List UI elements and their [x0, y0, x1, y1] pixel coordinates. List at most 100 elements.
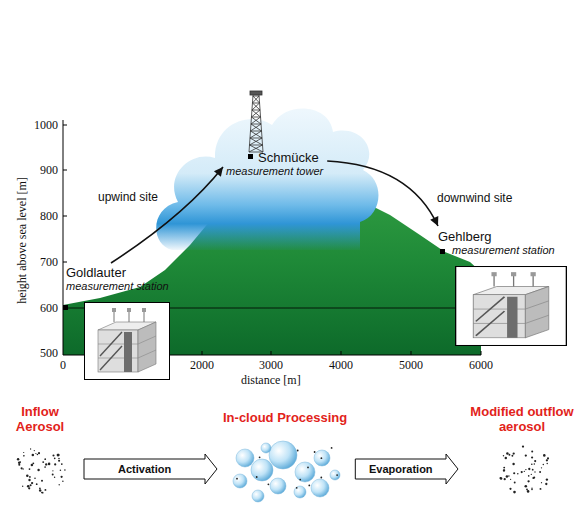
tower-bar	[250, 131, 261, 132]
particle	[506, 452, 508, 454]
particle	[534, 463, 536, 465]
tick-label: 800	[40, 209, 58, 224]
particle	[528, 475, 530, 477]
tower-brace	[252, 103, 260, 110]
tower-brace	[249, 138, 262, 145]
particle	[37, 469, 39, 471]
particle	[17, 458, 19, 460]
particle	[259, 456, 261, 458]
tick-label: 500	[40, 346, 58, 361]
particle	[48, 463, 51, 466]
particle	[44, 489, 46, 491]
particle	[539, 471, 541, 473]
particle	[23, 452, 24, 453]
tick-label: 900	[40, 163, 58, 178]
particle	[44, 466, 46, 468]
particle	[308, 485, 310, 487]
particle	[514, 482, 516, 484]
particle	[61, 476, 63, 478]
particle	[60, 469, 62, 471]
tower-brace	[251, 124, 262, 131]
block-arrow	[84, 454, 217, 484]
particle	[513, 472, 515, 474]
site-name: Schmücke	[226, 151, 323, 165]
particle	[32, 462, 34, 464]
particle	[531, 463, 533, 465]
particle	[525, 454, 527, 456]
tick-label: distance [m]	[241, 373, 301, 388]
particle	[18, 462, 20, 464]
particle	[503, 467, 505, 469]
particle	[521, 471, 523, 473]
aerosol-particles	[17, 445, 549, 493]
particle	[517, 473, 519, 475]
particle	[513, 452, 515, 454]
particle	[34, 450, 35, 451]
particle	[297, 450, 299, 452]
particle	[504, 478, 506, 480]
particle	[546, 459, 548, 461]
particle	[531, 451, 533, 453]
process-stage: Inflow Aerosol	[4, 404, 76, 434]
cloud	[156, 108, 378, 250]
particle	[37, 454, 38, 455]
process-label: Evaporation	[369, 463, 433, 476]
tower-bar	[252, 103, 259, 104]
particle	[510, 479, 511, 480]
particle	[526, 489, 528, 491]
particle	[336, 474, 338, 476]
site-type: measurement station	[438, 244, 555, 257]
tower-brace	[252, 110, 261, 117]
site-name: Goldlauter	[66, 266, 169, 280]
particle	[525, 485, 528, 488]
site-role: downwind site	[437, 191, 512, 205]
flow-arrow	[327, 161, 438, 226]
particle	[524, 471, 525, 472]
site-label: Gehlbergmeasurement station	[438, 230, 555, 257]
particle	[331, 447, 333, 449]
particle	[540, 488, 542, 490]
stage-title: In-cloud Processing	[223, 410, 347, 425]
particle	[54, 457, 56, 459]
particle	[27, 485, 30, 488]
particle	[525, 469, 526, 470]
tower-bar	[253, 96, 259, 97]
tower-platform	[250, 91, 262, 95]
particle	[64, 469, 66, 471]
particle	[36, 483, 38, 485]
tower-lattice	[249, 91, 263, 152]
particle	[503, 455, 504, 456]
particle	[44, 458, 46, 460]
axis-title: height above sea level [m]	[15, 177, 30, 304]
particle	[20, 461, 22, 463]
particle	[41, 480, 43, 482]
tick-label: 1000	[34, 118, 58, 133]
particle	[22, 486, 23, 487]
tower-brace	[251, 110, 260, 117]
particle	[58, 458, 60, 460]
particle	[527, 480, 529, 482]
particle	[547, 457, 549, 459]
particle	[532, 469, 534, 471]
particle	[57, 454, 60, 457]
particle	[534, 471, 535, 472]
particle	[34, 477, 36, 479]
tower-brace	[251, 117, 261, 124]
tower-brace	[250, 131, 262, 138]
particle	[236, 478, 238, 480]
particle	[527, 490, 530, 493]
particle	[29, 468, 31, 470]
particle	[543, 454, 546, 457]
site-name: Gehlberg	[438, 230, 555, 244]
stage-title: Modified outflow aerosol	[464, 404, 580, 434]
particle	[35, 453, 36, 454]
site-type: measurement tower	[226, 165, 323, 178]
arrowhead	[430, 216, 438, 226]
particle	[57, 454, 59, 456]
particle	[52, 474, 54, 476]
particle	[508, 454, 510, 456]
particle	[503, 469, 505, 471]
